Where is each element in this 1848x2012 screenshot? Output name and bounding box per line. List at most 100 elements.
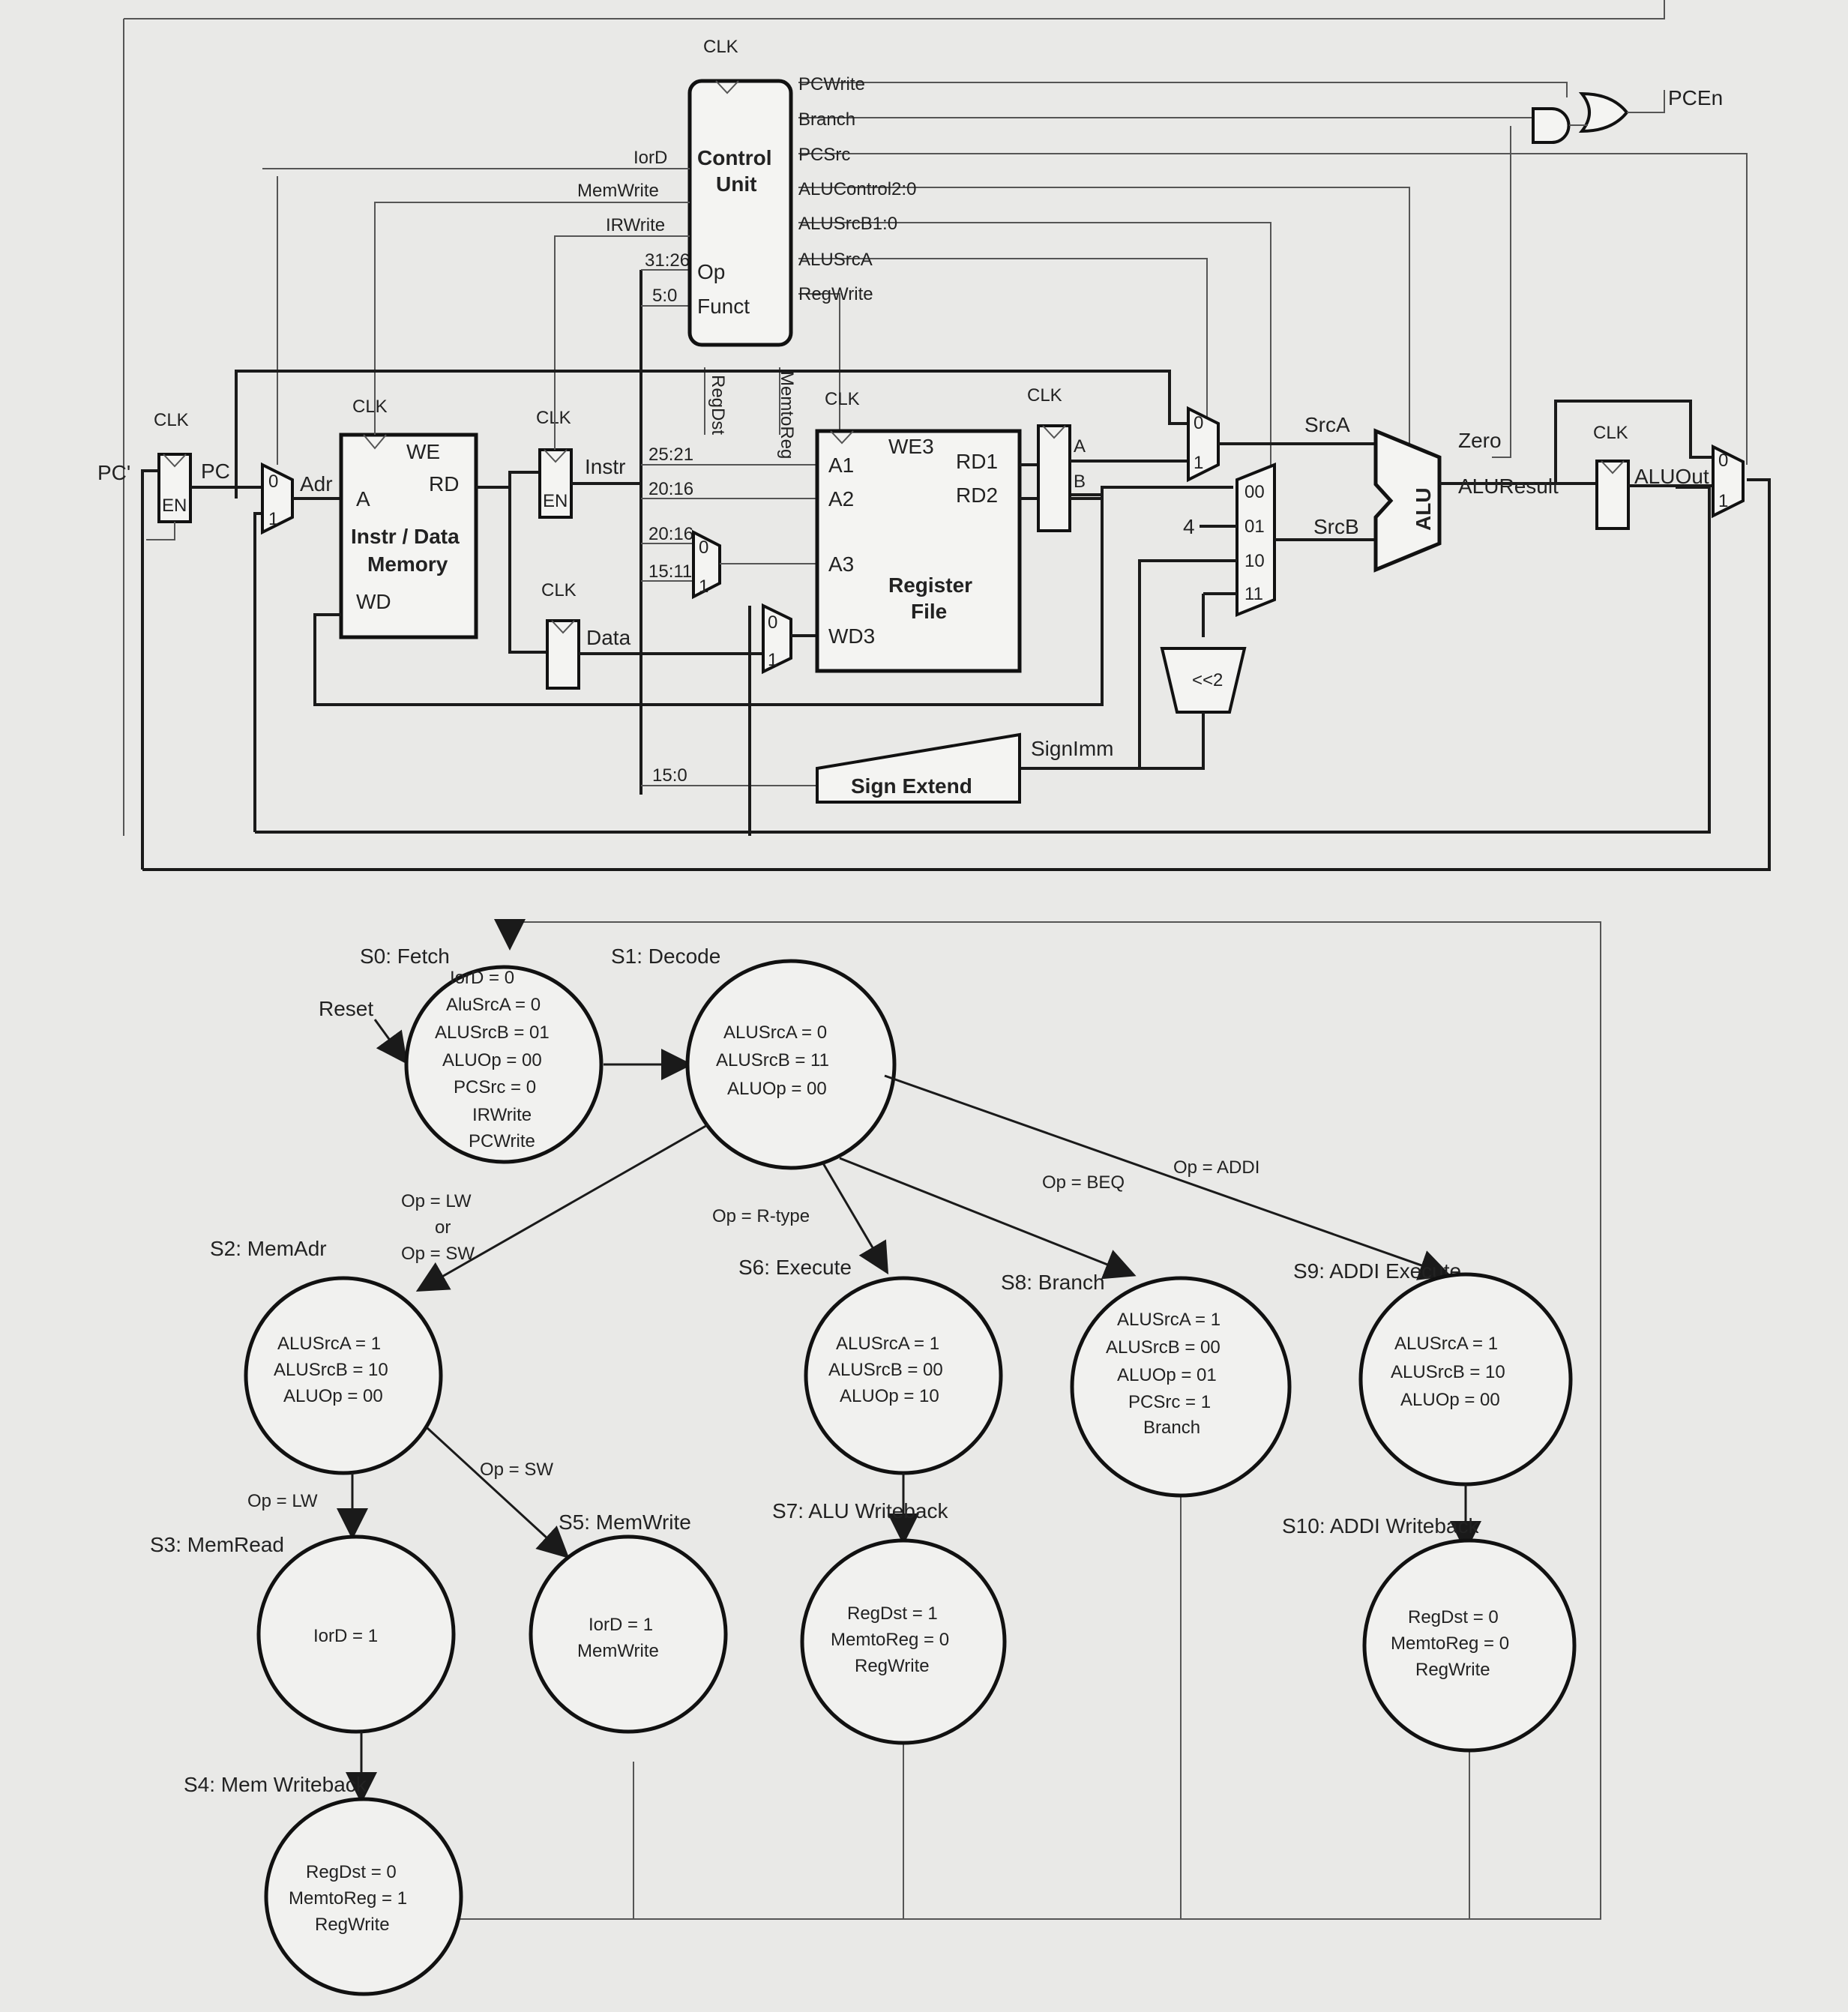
- fsm-diagram: S0: Fetch Reset IorD = 0 AluSrcA = 0 ALU…: [150, 919, 1601, 1996]
- alu-label: ALU: [1412, 487, 1435, 531]
- ab-register: [1037, 424, 1071, 532]
- regdst-mux: [692, 529, 721, 600]
- s5-line-1: MemWrite: [577, 1641, 659, 1661]
- srcb-label: SrcB: [1313, 515, 1359, 538]
- state-s5: [529, 1534, 728, 1734]
- t-lw-sw-1: or: [435, 1217, 451, 1238]
- rf-title-1: Register: [888, 573, 972, 597]
- rf-a2: A2: [828, 487, 854, 510]
- s0-name: S0: Fetch: [360, 945, 450, 968]
- bits-rt: 20:16: [648, 479, 693, 499]
- rf-rd2: RD2: [956, 484, 998, 507]
- ctl-alucontrol: ALUControl2:0: [798, 179, 916, 199]
- s1-line-2: ALUOp = 00: [727, 1079, 827, 1099]
- t-addi: Op = ADDI: [1173, 1157, 1259, 1178]
- adr-mux: [261, 462, 294, 535]
- ctl-alusrcb: ALUSrcB1:0: [798, 214, 897, 234]
- data-register: [546, 619, 580, 690]
- s8-line-4: Branch: [1143, 1418, 1200, 1438]
- t-rtype: Op = R-type: [712, 1206, 810, 1226]
- ctl-regdst: RegDst: [708, 375, 728, 435]
- s9-line-2: ALUOp = 00: [1400, 1390, 1500, 1410]
- s0-line-5: IRWrite: [472, 1105, 532, 1125]
- sign-extend: [816, 732, 1021, 804]
- rf-a1: A1: [828, 454, 854, 477]
- s5-line-0: IorD = 1: [589, 1615, 653, 1635]
- const-four: 4: [1183, 515, 1195, 538]
- control-title-1: Control: [697, 146, 772, 169]
- t-lw: Op = LW: [247, 1491, 318, 1511]
- s5-name: S5: MemWrite: [559, 1510, 691, 1534]
- ctl-pcsrc: PCSrc: [798, 145, 850, 165]
- s1-line-1: ALUSrcB = 11: [716, 1050, 829, 1070]
- t-beq: Op = BEQ: [1042, 1172, 1125, 1193]
- s0-line-1: AluSrcA = 0: [446, 995, 541, 1015]
- t-sw: Op = SW: [480, 1460, 553, 1480]
- shift-label: <<2: [1192, 670, 1223, 690]
- rf-rd1: RD1: [956, 450, 998, 473]
- mem-clk: CLK: [352, 397, 388, 417]
- rf-clk: CLK: [825, 389, 860, 409]
- s7-line-2: RegWrite: [855, 1656, 930, 1676]
- s2-line-1: ALUSrcB = 10: [274, 1360, 388, 1380]
- ir-en-label: EN: [543, 491, 568, 511]
- regdst-mux-1: 1: [699, 576, 708, 597]
- s2-line-2: ALUOp = 00: [283, 1386, 383, 1406]
- s3-name: S3: MemRead: [150, 1533, 284, 1556]
- srcb-mux-01: 01: [1244, 516, 1265, 537]
- srcb-mux-00: 00: [1244, 482, 1265, 502]
- s0-line-4: PCSrc = 0: [454, 1077, 536, 1097]
- memtoreg-mux-0: 0: [768, 612, 777, 633]
- pcsrc-mux: [1712, 444, 1745, 519]
- t-lw-sw-2: Op = SW: [401, 1244, 475, 1264]
- pcsrc-mux-0: 0: [1718, 451, 1728, 471]
- adr-mux-0: 0: [268, 472, 278, 492]
- s0-line-0: IorD = 0: [450, 968, 514, 988]
- s7-name-text: S7: ALU Writeback: [772, 1499, 948, 1522]
- signimm-label: SignImm: [1031, 737, 1113, 760]
- alu: [1373, 428, 1442, 573]
- pc-en-label: EN: [162, 496, 187, 516]
- s10-line-0: RegDst = 0: [1408, 1607, 1499, 1627]
- srca-mux: [1187, 406, 1220, 483]
- s7-line-1: MemtoReg = 0: [831, 1630, 949, 1650]
- mem-title-2: Memory: [367, 552, 448, 576]
- datapath-diagram: PC' CLK EN PC 0 1 Adr CLK WE RD A Instr …: [97, 0, 1771, 871]
- srca-label: SrcA: [1304, 413, 1350, 436]
- reset-label: Reset: [319, 997, 373, 1020]
- control-funct: Funct: [697, 295, 750, 318]
- aluresult-label: ALUResult: [1458, 475, 1559, 498]
- s10-name: S10: ADDI Writeback: [1282, 1514, 1479, 1537]
- shift-left-2: [1160, 647, 1247, 714]
- mem-wd: WD: [356, 590, 391, 613]
- mem-we: WE: [406, 440, 440, 463]
- pc-label: PC: [201, 460, 230, 483]
- data-clk: CLK: [541, 580, 577, 600]
- bits-op: 31:26: [645, 250, 690, 271]
- s2-name: S2: MemAdr: [210, 1237, 327, 1260]
- ctl-irwrite: IRWrite: [606, 215, 665, 235]
- state-s3: [256, 1534, 456, 1734]
- control-title-2: Unit: [716, 172, 756, 196]
- aluout-label: ALUOut: [1634, 465, 1709, 488]
- pcsrc-mux-1: 1: [1718, 491, 1728, 511]
- sign-extend-label: Sign Extend: [851, 774, 972, 798]
- state-s2: [244, 1276, 443, 1475]
- zero-label: Zero: [1458, 429, 1502, 452]
- adr-mux-1: 1: [268, 509, 278, 529]
- s3-line-0: IorD = 1: [313, 1626, 378, 1646]
- s7-line-0: RegDst = 1: [847, 1603, 938, 1624]
- mem-a: A: [356, 487, 370, 510]
- ctl-branch: Branch: [798, 109, 855, 130]
- s6-line-0: ALUSrcA = 1: [836, 1334, 939, 1354]
- t-lw-sw-0: Op = LW: [401, 1191, 472, 1211]
- s0-line-3: ALUOp = 00: [442, 1050, 542, 1070]
- srcb-mux-10: 10: [1244, 551, 1265, 571]
- control-clk: CLK: [703, 37, 738, 57]
- s8-line-1: ALUSrcB = 00: [1106, 1337, 1221, 1358]
- reg-b-label: B: [1074, 472, 1086, 492]
- rf-title-2: File: [911, 600, 947, 623]
- s9-line-1: ALUSrcB = 10: [1391, 1362, 1505, 1382]
- reg-a-label: A: [1074, 436, 1086, 457]
- mem-title-1: Instr / Data: [351, 525, 460, 548]
